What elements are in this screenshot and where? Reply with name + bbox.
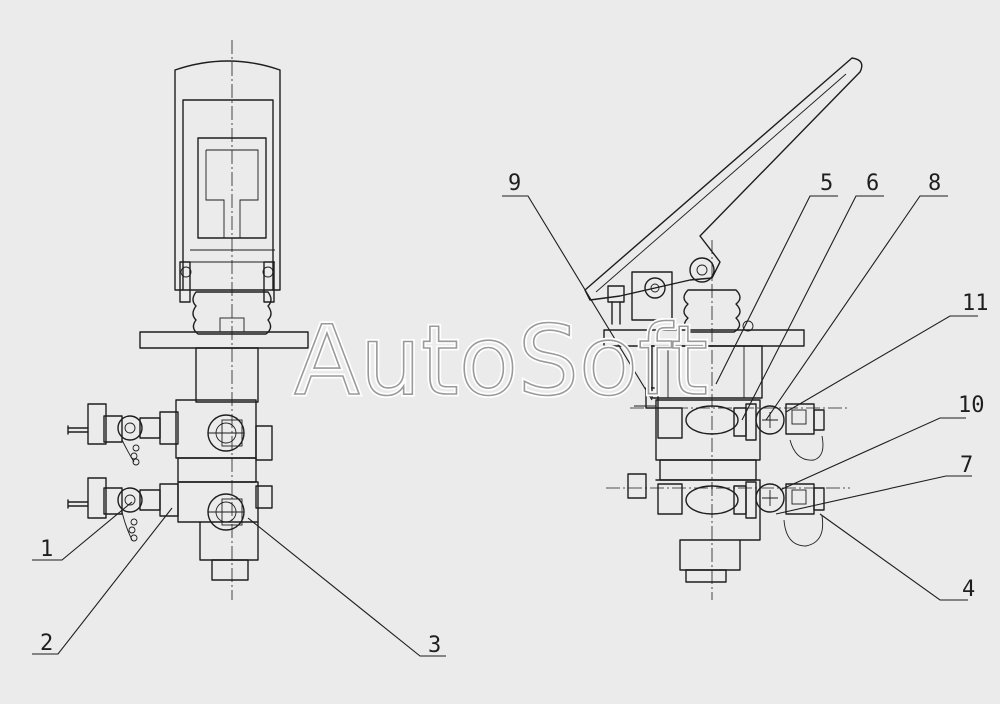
svg-text:AutoSoft: AutoSoft (294, 305, 708, 417)
watermark-logo: AutoSoft AutoSoft (292, 303, 711, 420)
callout-10: 10 (958, 393, 985, 418)
front-view (67, 40, 309, 600)
callout-7: 7 (960, 453, 973, 478)
svg-text:AutoSoft: AutoSoft (294, 305, 708, 417)
callout-2: 2 (40, 631, 53, 656)
callout-1: 1 (40, 537, 53, 562)
callout-11: 11 (962, 291, 989, 316)
callout-6: 6 (866, 171, 879, 196)
leader-lines (32, 195, 978, 657)
callout-9: 9 (508, 171, 521, 196)
callout-4: 4 (962, 577, 975, 602)
callout-labels: 1 2 3 4 5 6 7 8 9 10 11 (40, 171, 989, 658)
side-view (584, 57, 863, 600)
callout-8: 8 (928, 171, 941, 196)
callout-3: 3 (428, 633, 441, 658)
callout-5: 5 (820, 171, 833, 196)
